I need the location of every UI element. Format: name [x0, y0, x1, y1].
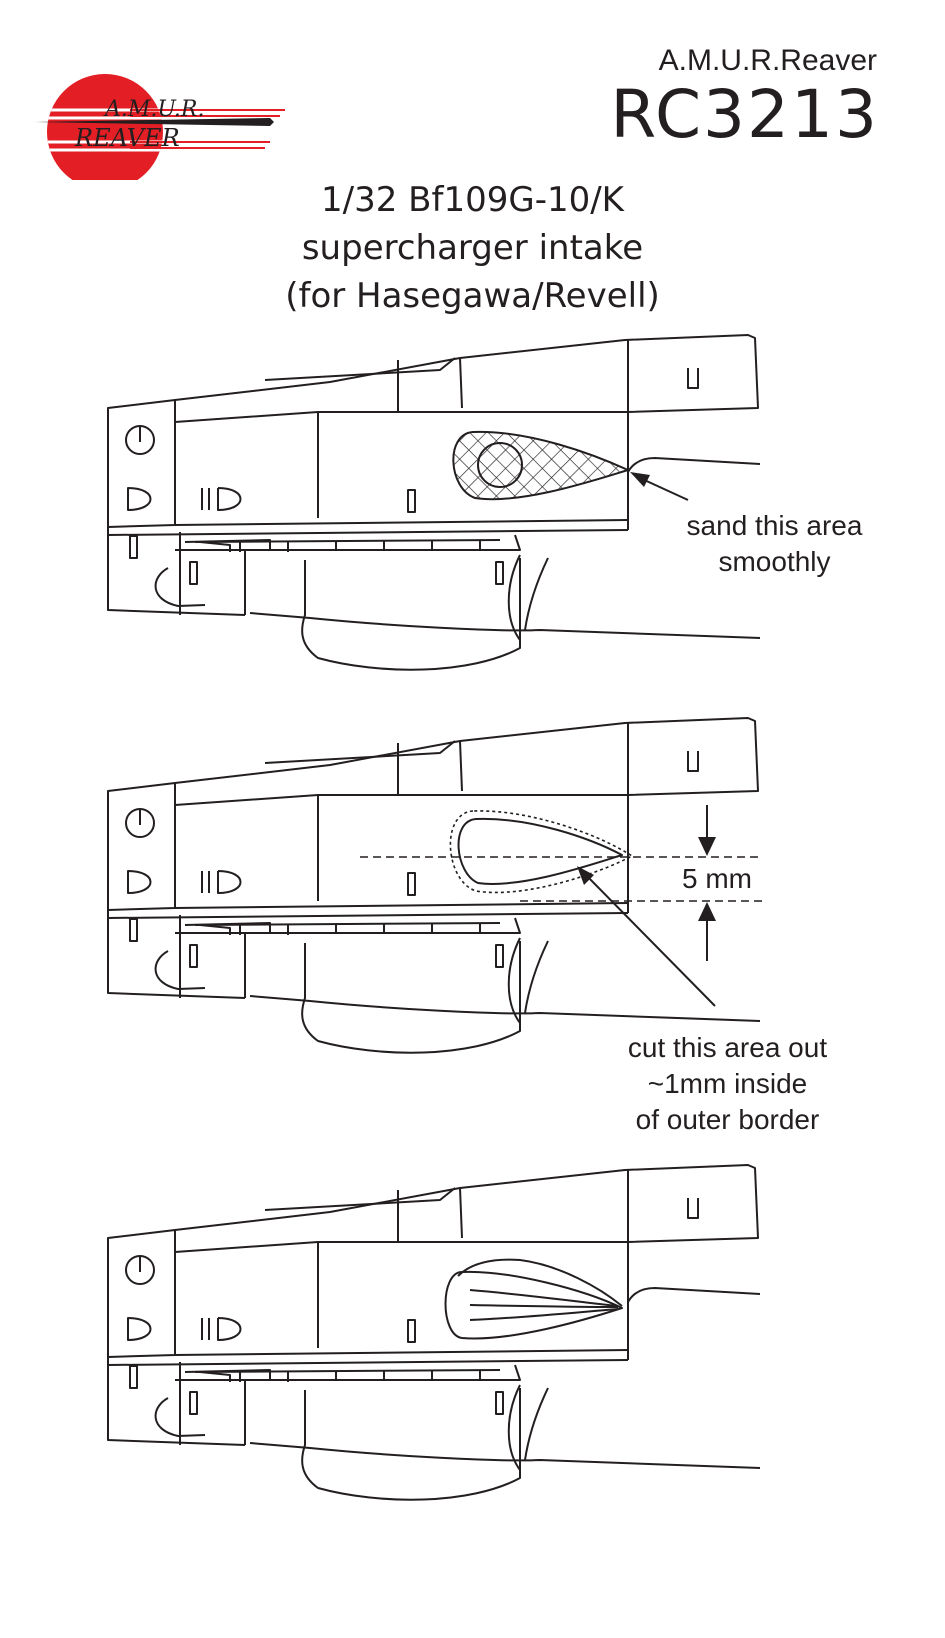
d-shape-fairing: [127, 487, 152, 511]
fuselage-outline: [107, 334, 761, 671]
brand-name: A.M.U.R.Reaver: [658, 44, 877, 77]
dimension-label: 5 mm: [682, 863, 752, 894]
step3-fuselage-drawing: [107, 1164, 761, 1501]
step2-note-line1: cut this area out: [627, 1032, 828, 1063]
dimension-arrow-up: [698, 902, 716, 921]
step2-note-line2: ~1mm inside: [647, 1068, 808, 1099]
arrow-head: [630, 472, 650, 487]
resin-intake-part: [444, 1258, 623, 1340]
logo-text-top: A.M.U.R.: [103, 97, 204, 122]
step1-note-line2: smoothly: [718, 546, 831, 577]
fuselage-outline: [107, 717, 761, 1054]
intake-cutout-outline: [457, 817, 623, 885]
vent-slots: [194, 1369, 501, 1382]
d-shape-fairing-pair: [201, 487, 242, 511]
step1-note: sand this area smoothly: [672, 508, 877, 580]
title-line-3: (for Hasegawa/Revell): [285, 276, 660, 316]
step1-fuselage-drawing: [107, 334, 761, 671]
sanding-hatched-area: [452, 430, 629, 501]
dimension-arrow-down: [698, 837, 716, 856]
vent-slots: [194, 539, 501, 552]
intake-dotted-border: [449, 810, 633, 894]
logo-text-bottom: REAVER: [74, 124, 180, 152]
title-line-2: supercharger intake: [301, 228, 644, 268]
page-title: 1/32 Bf109G-10/K supercharger intake (fo…: [0, 176, 945, 320]
logo-red-disc: [47, 74, 163, 180]
fuselage-outline: [107, 1164, 761, 1501]
product-code: RC3213: [610, 76, 879, 153]
step2-note-line3: of outer border: [635, 1104, 820, 1135]
step2-fuselage-drawing: [107, 717, 762, 1054]
vent-slots: [194, 922, 501, 935]
step1-note-line1: sand this area: [686, 510, 863, 541]
arrow-head: [577, 866, 594, 885]
title-line-1: 1/32 Bf109G-10/K: [321, 180, 624, 220]
step2-note: cut this area out ~1mm inside of outer b…: [600, 1030, 855, 1138]
amur-reaver-logo: A.M.U.R. REAVER: [35, 74, 285, 180]
